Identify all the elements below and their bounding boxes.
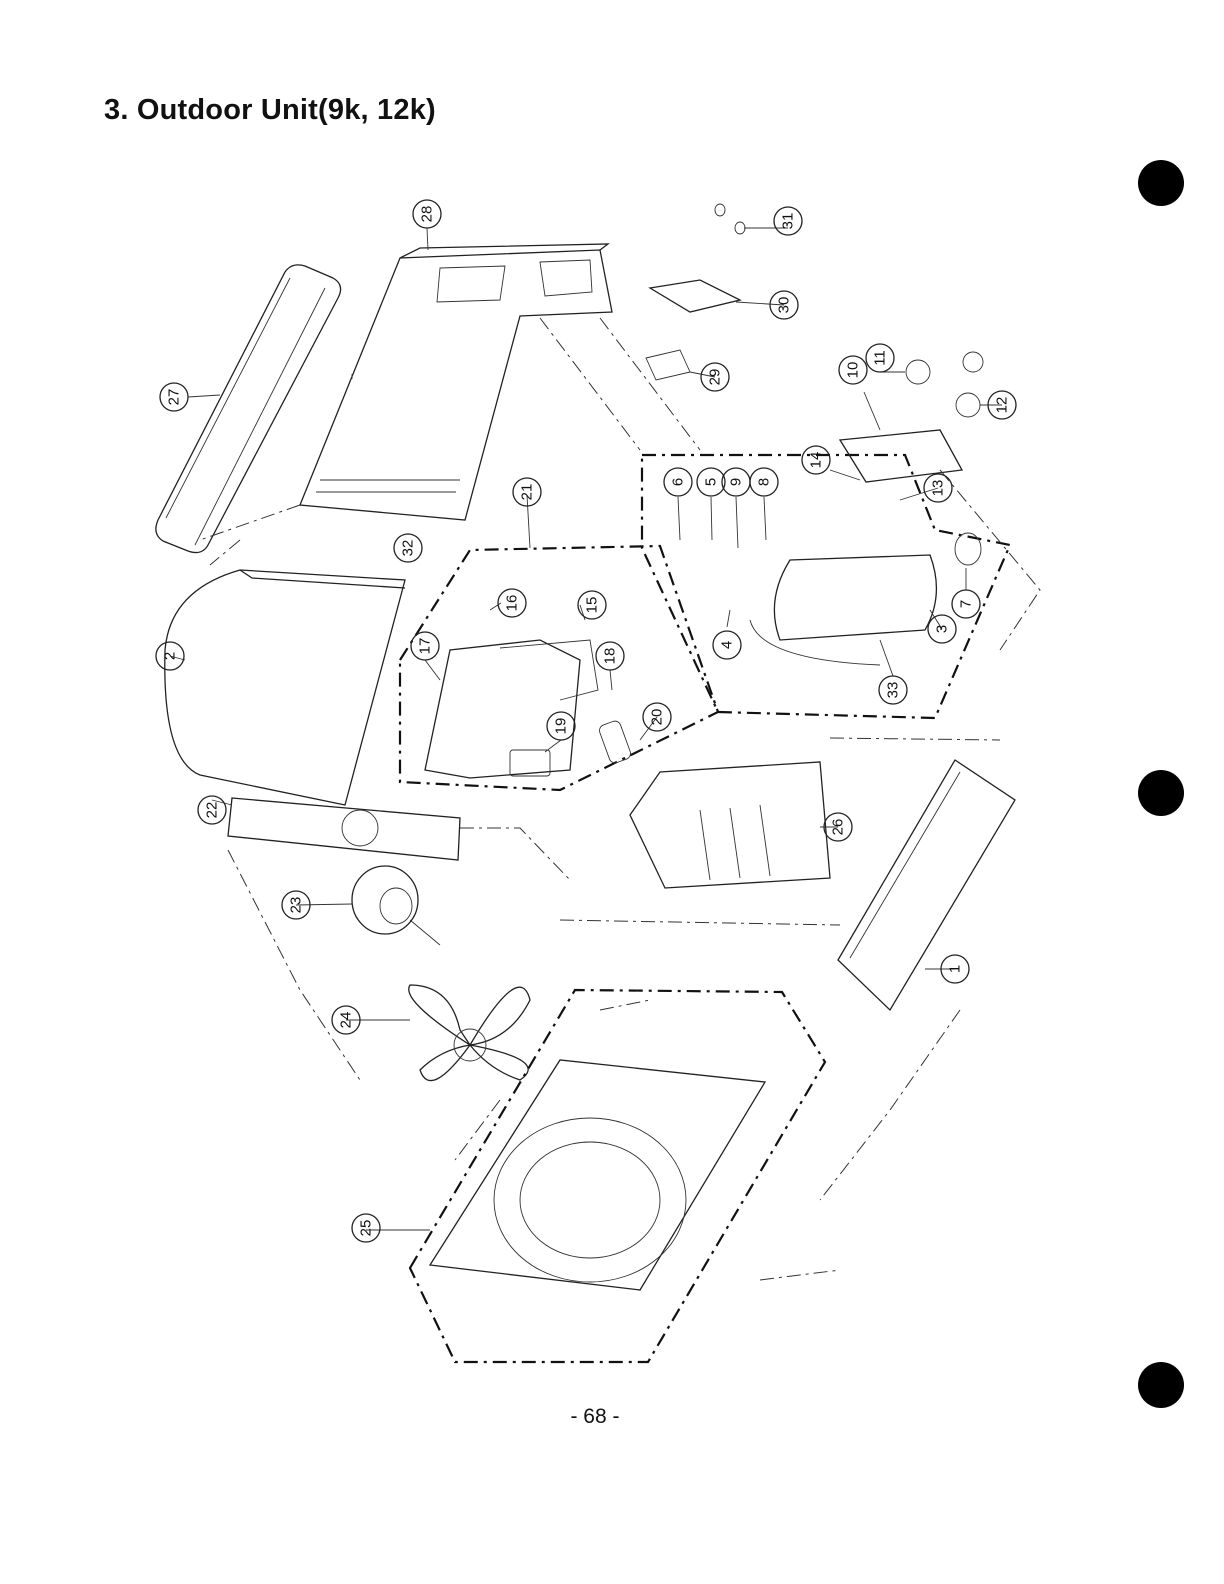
callout-label-30: 30 [776,297,793,314]
callout-label-19: 19 [553,718,570,735]
callout-14: 14 [801,445,831,475]
callout-label-12: 12 [994,397,1011,414]
callout-label-21: 21 [519,484,536,501]
callout-label-31: 31 [780,213,797,230]
callout-5: 5 [696,467,726,497]
callout-24: 24 [331,1005,361,1035]
callout-label-18: 18 [602,648,619,665]
page-number: - 68 - [570,1405,620,1428]
group-boundary-control-box [398,544,720,792]
callout-25: 25 [351,1213,381,1243]
part-compressor [749,532,982,666]
group-boundary-front-panel [408,988,827,1364]
part-propeller-fan [408,984,531,1082]
part-partition-barrier [629,761,831,889]
callout-label-23: 23 [288,897,305,914]
callout-label-10: 10 [845,362,862,379]
callout-9: 9 [721,467,751,497]
callout-33: 33 [878,675,908,705]
callout-label-32: 32 [400,540,417,557]
part-fan-motor [351,865,441,946]
callout-label-20: 20 [649,709,666,726]
callout-4: 4 [712,630,742,660]
callout-label-4: 4 [719,641,736,649]
leader-lines [169,227,1002,1231]
callout-23: 23 [281,890,311,920]
callout-10: 10 [838,355,868,385]
callout-label-8: 8 [756,478,773,486]
part-control-box [424,639,631,779]
callout-label-6: 6 [670,478,687,486]
callout-label-17: 17 [417,638,434,655]
punch-hole-bottom [1138,1362,1184,1408]
callout-27: 27 [159,382,189,412]
callout-7: 7 [951,589,981,619]
callout-21: 21 [512,477,542,507]
callout-label-22: 22 [204,802,221,819]
callout-label-16: 16 [504,595,521,612]
callout-1: 1 [940,954,970,984]
callout-31: 31 [773,206,803,236]
callout-19: 19 [546,711,576,741]
callout-8: 8 [749,467,779,497]
callout-6: 6 [663,467,693,497]
callout-label-14: 14 [808,452,825,469]
callout-16: 16 [497,588,527,618]
callout-label-27: 27 [166,389,183,406]
part-top-cover [155,264,342,554]
callout-label-29: 29 [707,369,724,386]
callout-2: 2 [155,641,185,671]
callout-label-7: 7 [958,600,975,608]
callout-3: 3 [927,614,957,644]
callout-label-15: 15 [584,597,601,614]
callout-30: 30 [769,290,799,320]
callout-label-1: 1 [947,965,964,973]
callout-label-25: 25 [358,1220,375,1237]
callout-label-3: 3 [934,625,951,633]
callout-label-28: 28 [419,206,436,223]
callout-18: 18 [595,641,625,671]
part-top-grille-panel [299,243,613,521]
group-boundary-compressor [640,453,1012,720]
callout-20: 20 [642,702,672,732]
part-motor-mount [227,797,461,861]
callout-label-11: 11 [872,350,889,366]
assembly-lines [199,317,1041,1281]
callout-11: 11 [865,343,895,373]
page-title: 3. Outdoor Unit(9k, 12k) [104,94,436,126]
punch-hole-top [1138,160,1184,206]
callout-12: 12 [987,390,1017,420]
part-valve-cover [645,203,746,381]
punch-hole-middle [1138,770,1184,816]
callout-26: 26 [823,812,853,842]
part-condenser-coil [164,569,406,806]
callout-label-13: 13 [930,480,947,497]
callout-32: 32 [393,533,423,563]
callout-label-33: 33 [885,682,902,699]
callout-28: 28 [412,199,442,229]
part-base-pan [837,759,1016,1012]
callout-label-5: 5 [703,478,720,486]
callout-29: 29 [700,362,730,392]
callout-label-9: 9 [728,478,745,486]
callout-15: 15 [577,590,607,620]
callout-label-24: 24 [338,1012,355,1029]
callout-label-2: 2 [162,652,179,660]
callout-22: 22 [197,795,227,825]
callout-13: 13 [923,473,953,503]
part-front-panel [428,1059,767,1291]
callout-17: 17 [410,631,440,661]
callout-label-26: 26 [830,819,847,836]
